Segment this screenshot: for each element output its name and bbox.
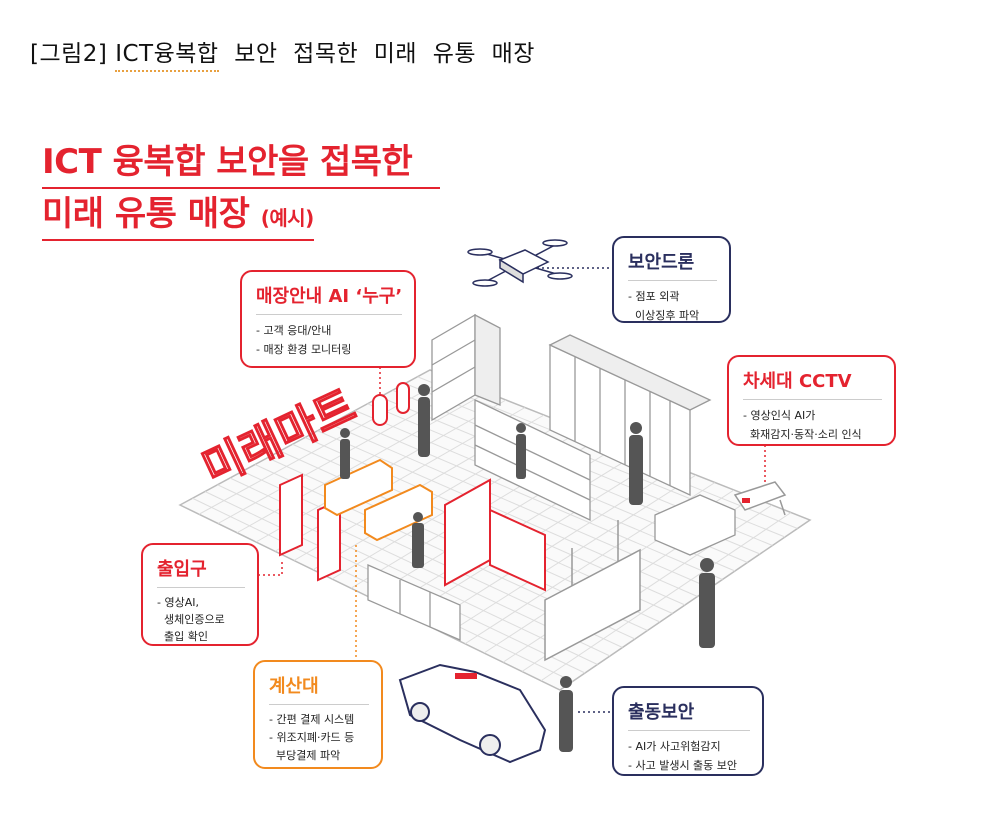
freezer <box>654 494 736 556</box>
callout-title: 출동보안 <box>628 698 750 731</box>
title-line2: 미래 유통 매장 (예시) <box>42 186 314 241</box>
entrance-gates <box>367 564 461 641</box>
security-drone <box>467 239 573 287</box>
callout-title: 매장안내 AI ‘누구’ <box>256 282 402 315</box>
callout-checkout: 계산대 - 간편 결제 시스템 - 위조지폐·카드 등 부당결제 파악 <box>253 660 383 769</box>
caption-prefix: [그림2] <box>30 41 116 67</box>
floor-grid-line <box>540 512 792 682</box>
callout-title: 보안드론 <box>628 248 717 281</box>
title-line2-text: 미래 유통 매장 <box>42 194 261 234</box>
callout-body: - 고객 응대/안내 - 매장 환경 모니터링 <box>256 324 352 356</box>
callout-security-drone: 보안드론 - 점포 외곽 이상징후 파악 <box>612 236 731 323</box>
title-suffix: (예시) <box>260 206 315 230</box>
title-line1: ICT 융복합 보안을 접목한 <box>42 134 440 189</box>
checkout-counters <box>324 458 433 542</box>
callout-cctv: 차세대 CCTV - 영상인식 AI가 화재감지·동작·소리 인식 <box>727 355 896 446</box>
floor-grid-line <box>329 423 711 589</box>
callout-body: - AI가 사고위험감지 - 사고 발생시 출동 보안 <box>628 740 738 772</box>
floor-grid-line <box>342 416 723 580</box>
wall-shelf <box>431 313 501 422</box>
center-shelf <box>474 398 591 522</box>
floor-grid-line <box>445 474 697 635</box>
ai-speakers <box>372 382 410 426</box>
security-car <box>398 663 547 764</box>
caption-underlined: ICT융복합 <box>115 41 219 72</box>
red-shelves <box>279 473 546 592</box>
callout-entrance: 출입구 - 영상AI, 생체인증으로 출입 확인 <box>141 543 259 646</box>
callout-guide-ai: 매장안내 AI ‘누구’ - 고객 응대/안내 - 매장 환경 모니터링 <box>240 270 416 368</box>
callout-body: - 영상인식 AI가 화재감지·동작·소리 인식 <box>743 409 862 441</box>
people <box>340 384 715 752</box>
glass-signboard <box>544 520 641 662</box>
callout-body: - 점포 외곽 이상징후 파악 <box>628 290 700 322</box>
callout-body: - 영상AI, 생체인증으로 출입 확인 <box>157 596 225 643</box>
callout-dispatch-security: 출동보안 - AI가 사고위험감지 - 사고 발생시 출동 보안 <box>612 686 764 776</box>
cctv-camera <box>733 481 787 516</box>
callout-title: 차세대 CCTV <box>743 367 882 400</box>
callout-title: 계산대 <box>269 672 369 705</box>
callout-title: 출입구 <box>157 555 245 588</box>
refrigerators <box>548 334 712 497</box>
callout-body: - 간편 결제 시스템 - 위조지폐·카드 등 부당결제 파악 <box>269 713 355 762</box>
caption-rest: 보안 접목한 미래 유통 매장 <box>218 41 535 67</box>
figure-caption: [그림2] ICT융복합 보안 접목한 미래 유통 매장 <box>30 34 535 72</box>
